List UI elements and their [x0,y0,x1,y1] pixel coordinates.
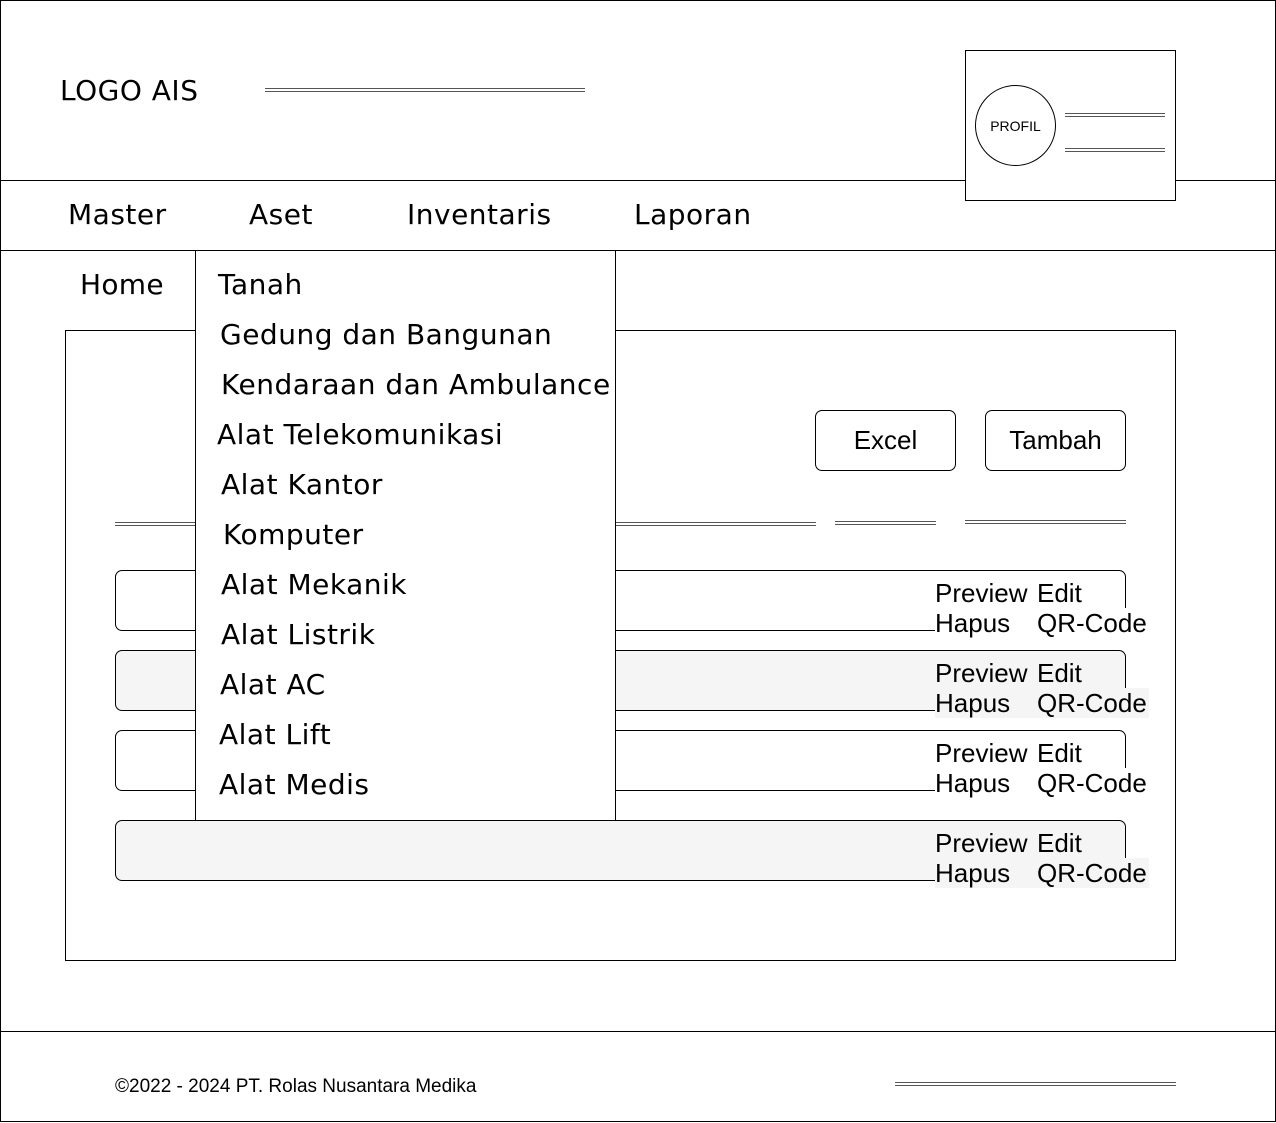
edit-button[interactable]: Edit [1037,578,1084,608]
footer-link-placeholder [895,1082,1176,1086]
edit-button[interactable]: Edit [1037,828,1084,858]
footer-copyright: ©2022 - 2024 PT. Rolas Nusantara Medika [115,1076,477,1097]
edit-button[interactable]: Edit [1037,738,1084,768]
table-row [115,570,1126,631]
edit-button[interactable]: Edit [1037,658,1084,688]
qrcode-button[interactable]: QR-Code [1037,858,1149,888]
menu-item-alat-lift[interactable]: Alat Lift [219,718,332,751]
nav-item-master[interactable]: Master [68,198,167,231]
header-divider [0,180,1276,181]
hapus-button[interactable]: Hapus [935,688,1037,718]
menu-item-alat-telekomunikasi[interactable]: Alat Telekomunikasi [217,418,504,451]
footer-divider [0,1031,1276,1032]
profile-role-placeholder [1065,148,1165,152]
table-header-placeholder [835,521,936,525]
menu-item-alat-listrik[interactable]: Alat Listrik [221,618,376,651]
nav-divider [0,250,1276,251]
menu-item-tanah[interactable]: Tanah [218,268,303,301]
table-row [115,730,1126,791]
qrcode-button[interactable]: QR-Code [1037,608,1149,638]
excel-button[interactable]: Excel [815,410,956,471]
menu-item-kendaraan-dan-ambulance[interactable]: Kendaraan dan Ambulance [221,368,611,401]
tambah-button[interactable]: Tambah [985,410,1126,471]
logo: LOGO AIS [60,74,199,107]
menu-item-alat-ac[interactable]: Alat AC [220,668,326,701]
preview-button[interactable]: Preview [935,658,1037,688]
hapus-button[interactable]: Hapus [935,608,1037,638]
preview-button[interactable]: Preview [935,738,1037,768]
avatar-label: PROFIL [990,117,1041,134]
nav-item-inventaris[interactable]: Inventaris [407,198,552,231]
menu-item-alat-mekanik[interactable]: Alat Mekanik [221,568,407,601]
qrcode-button[interactable]: QR-Code [1037,688,1149,718]
avatar[interactable]: PROFIL [975,85,1056,166]
aset-dropdown-menu: Tanah Gedung dan Bangunan Kendaraan dan … [195,250,616,821]
menu-item-alat-kantor[interactable]: Alat Kantor [221,468,383,501]
menu-item-gedung-dan-bangunan[interactable]: Gedung dan Bangunan [220,318,553,351]
table-header-placeholder [965,520,1126,524]
profile-name-placeholder [1065,113,1165,117]
qrcode-button[interactable]: QR-Code [1037,768,1149,798]
hapus-button[interactable]: Hapus [935,858,1037,888]
nav-item-aset[interactable]: Aset [249,198,313,231]
hapus-button[interactable]: Hapus [935,768,1037,798]
breadcrumb-home[interactable]: Home [80,268,164,301]
preview-button[interactable]: Preview [935,578,1037,608]
nav-item-laporan[interactable]: Laporan [634,198,752,231]
menu-item-alat-medis[interactable]: Alat Medis [219,768,370,801]
preview-button[interactable]: Preview [935,828,1037,858]
menu-item-komputer[interactable]: Komputer [223,518,364,551]
header-title-placeholder [265,88,585,92]
